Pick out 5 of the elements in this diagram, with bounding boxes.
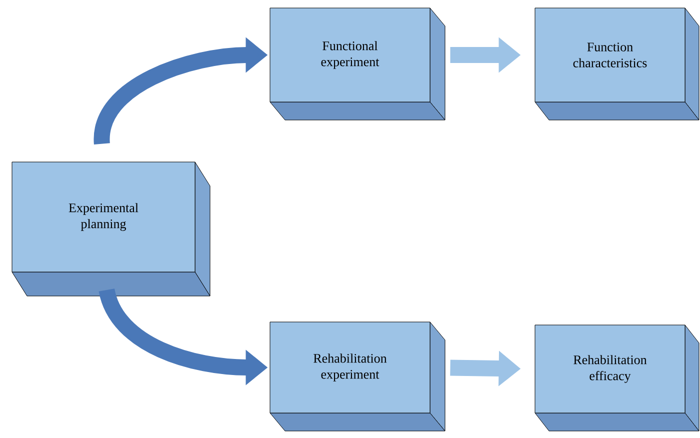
box: Experimental planning	[12, 162, 210, 296]
box: Function characteristics	[534, 8, 700, 120]
box: Functional experiment	[270, 8, 446, 120]
box: Rehabilitation efficacy	[534, 324, 700, 432]
box: Rehabilitation experiment	[270, 322, 446, 432]
